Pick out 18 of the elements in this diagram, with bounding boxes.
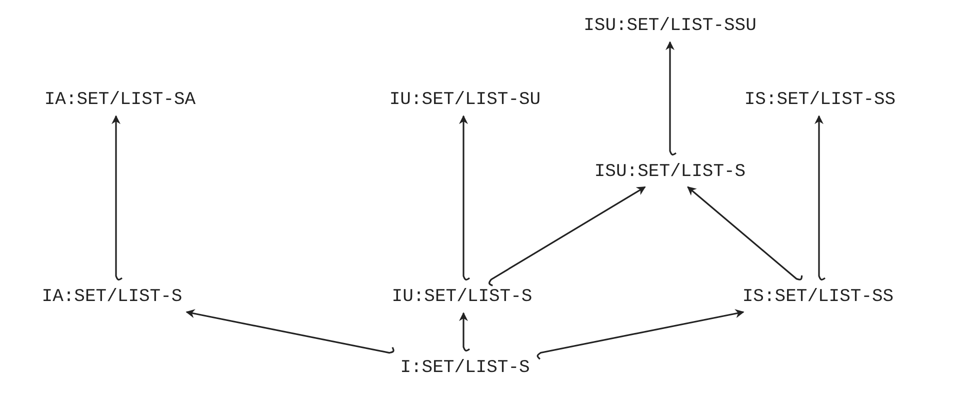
node-label: ISU:SET/LIST-S: [594, 162, 746, 182]
arrow: [112, 115, 122, 280]
node-label: IS:SET/LIST-SS: [742, 287, 894, 307]
arrow: [536, 309, 744, 360]
arrow: [186, 309, 394, 354]
node-label: IA:SET/LIST-SA: [44, 90, 196, 110]
node-label: IS:SET/LIST-SS: [744, 90, 896, 110]
arrow: [666, 41, 676, 156]
node-label: IA:SET/LIST-S: [42, 287, 182, 307]
arrow: [459, 115, 470, 280]
arrow: [687, 186, 803, 280]
node-label: I:SET/LIST-S: [400, 358, 530, 378]
node-label: IU:SET/LIST-S: [392, 287, 532, 307]
node-label: ISU:SET/LIST-SSU: [584, 16, 756, 36]
arrow: [459, 312, 470, 352]
arrow: [814, 115, 826, 280]
node-label: IU:SET/LIST-SU: [389, 90, 541, 110]
arrow: [488, 186, 646, 286]
